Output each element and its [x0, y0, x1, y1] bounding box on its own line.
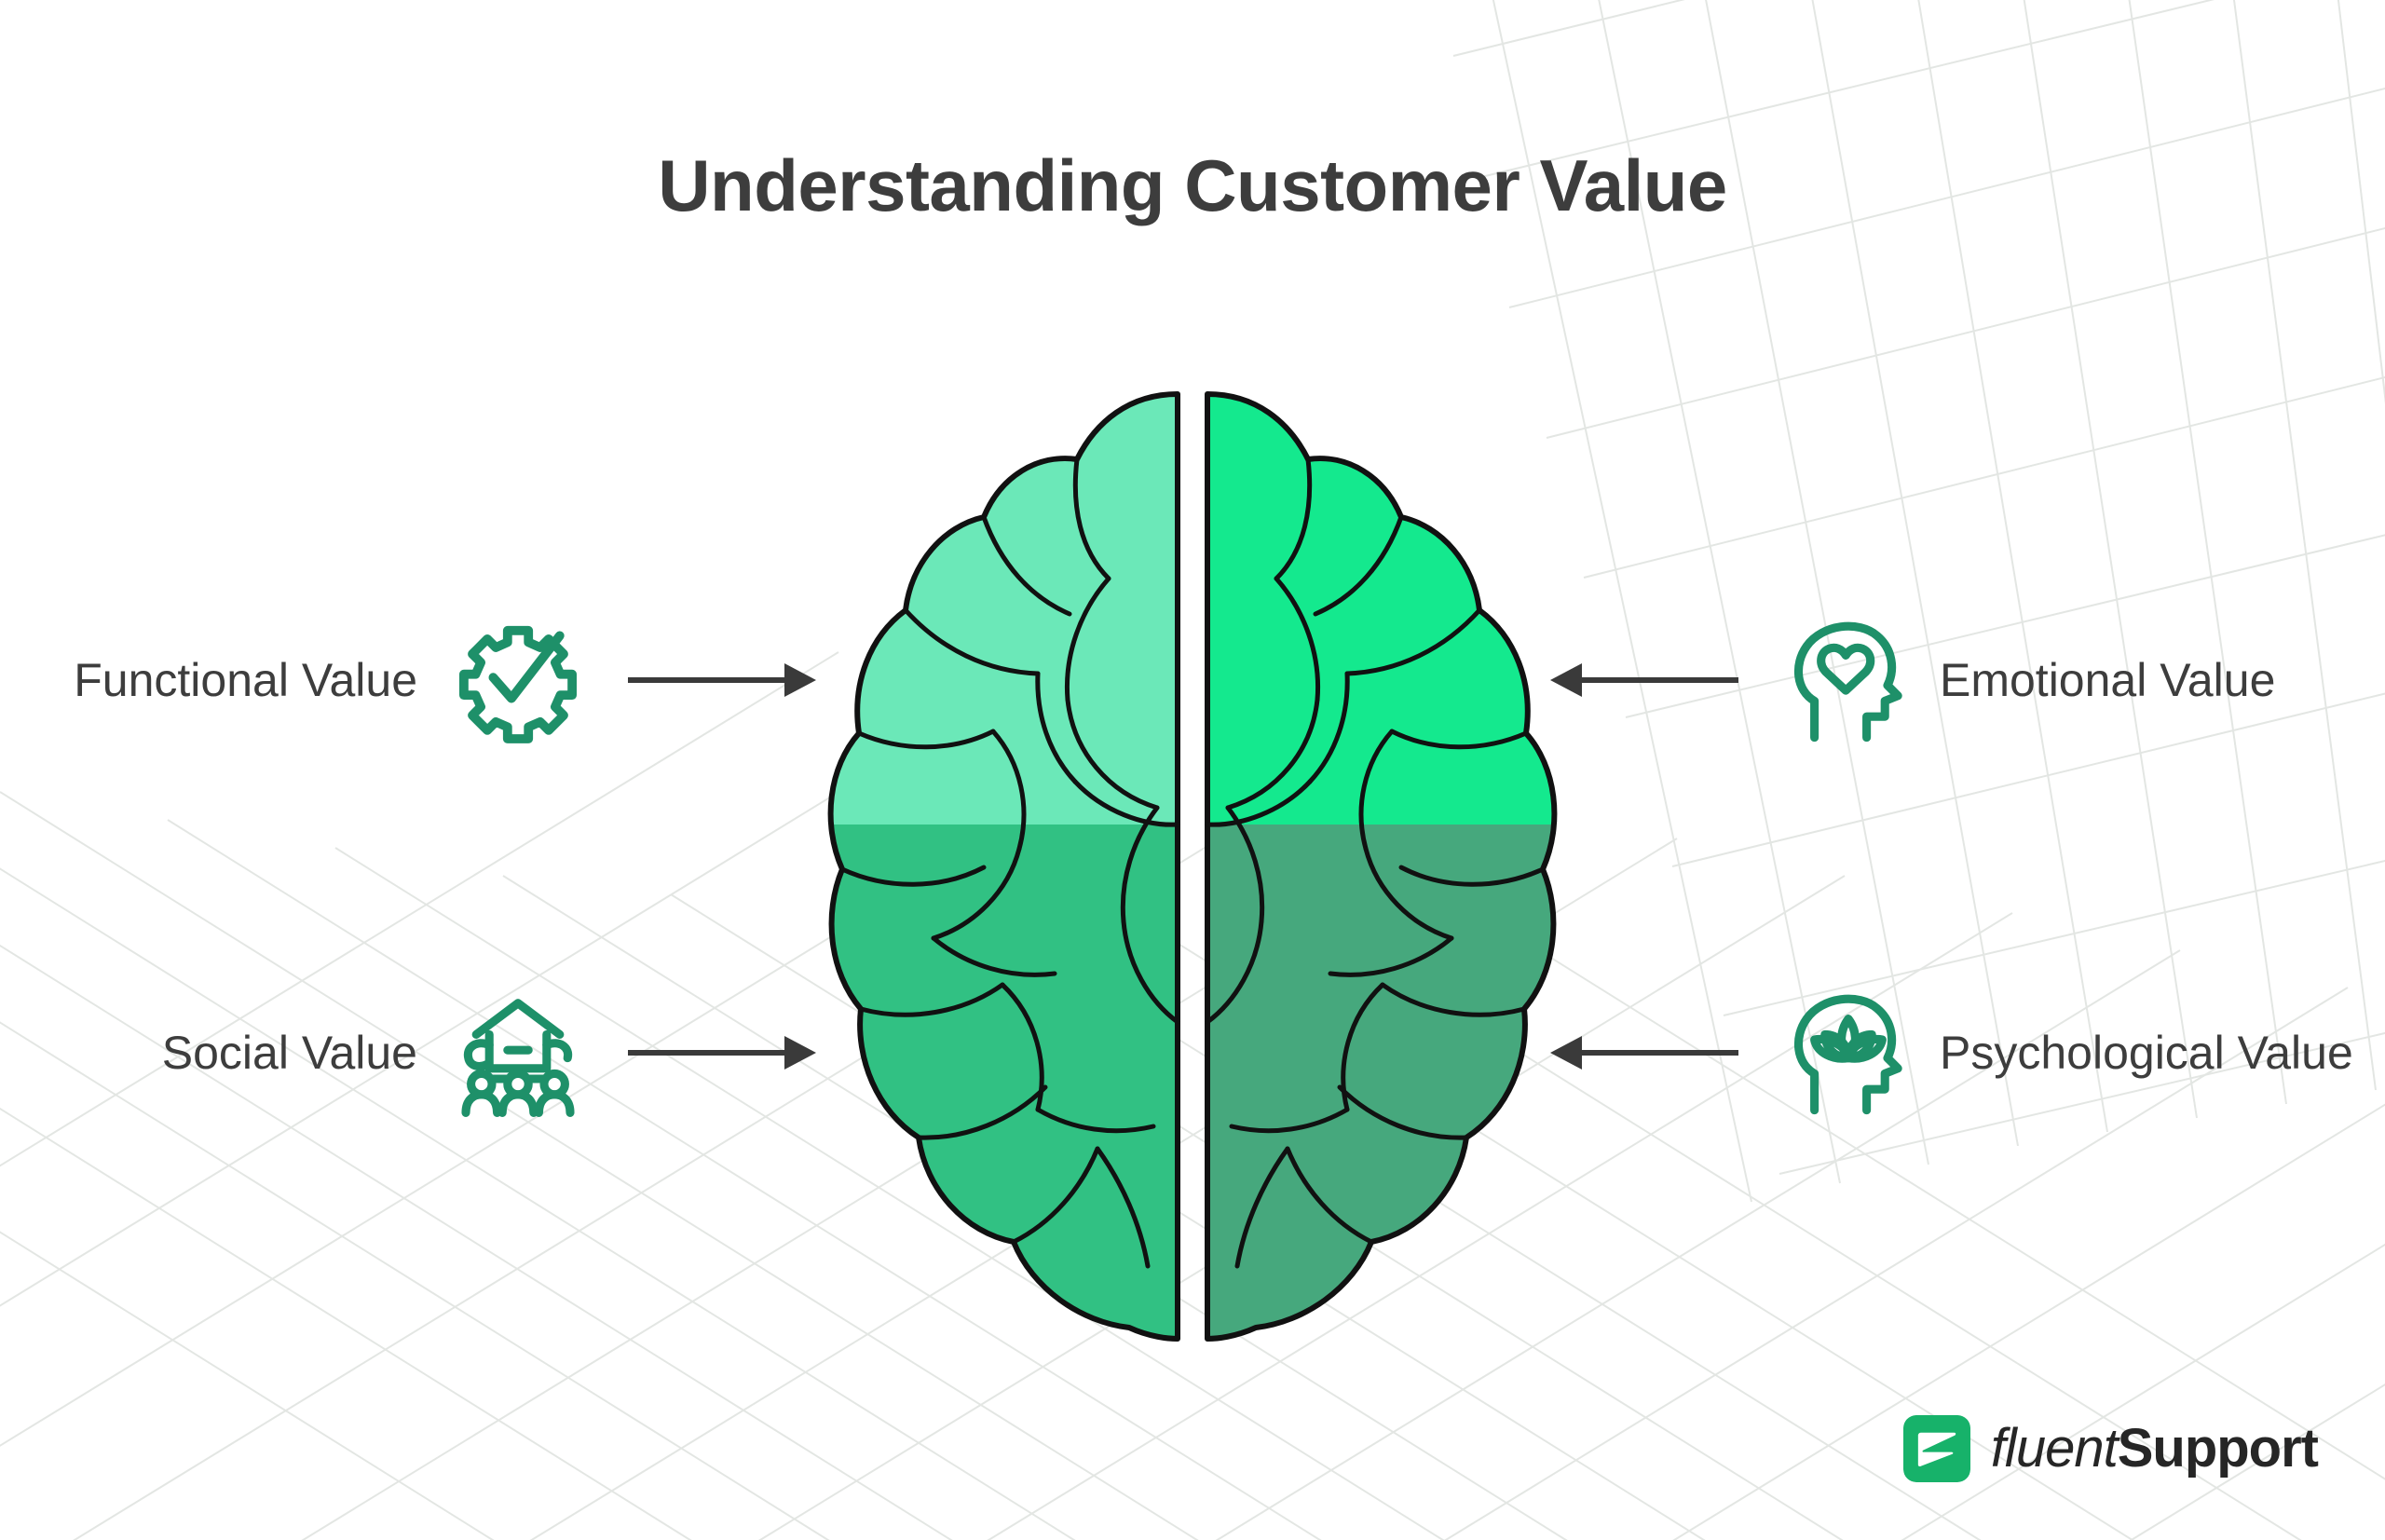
head-lotus-icon — [1793, 994, 1902, 1115]
callout-label-social: Social Value — [161, 1027, 417, 1079]
arrow-right-social — [628, 1036, 816, 1070]
quadrant-social-fill — [830, 825, 1179, 1339]
callout-emotional[interactable]: Emotional Value — [1547, 610, 2385, 750]
logo-text-support: Support — [2117, 1418, 2319, 1479]
quadrant-psychological-fill — [1207, 825, 1555, 1339]
logo-text-fluent: fluent — [1990, 1418, 2119, 1479]
brain-right-hemisphere — [1205, 391, 1558, 1342]
head-heart-icon — [1793, 621, 1902, 743]
quadrant-emotional-fill — [1207, 394, 1555, 825]
page-title: Understanding Customer Value — [658, 144, 1727, 226]
community-house-icon — [461, 999, 575, 1117]
arrow-left-emotional — [1550, 663, 1738, 697]
arrow-left-psychological — [1550, 1036, 1738, 1070]
fluent-support-wordmark: fluentSupport — [1991, 1422, 2319, 1476]
callout-label-functional: Functional Value — [74, 654, 417, 706]
arrow-right-functional — [628, 663, 816, 697]
brain-illustration — [827, 391, 1558, 1342]
callout-functional[interactable]: Functional Value — [0, 610, 820, 750]
brain-left-hemisphere — [827, 391, 1180, 1342]
callout-psychological[interactable]: Psychological Value — [1547, 983, 2385, 1123]
fluent-support-logo[interactable]: fluentSupport — [1902, 1415, 2319, 1482]
quadrant-functional-fill — [830, 394, 1179, 825]
callout-social[interactable]: Social Value — [0, 983, 820, 1123]
fluent-support-logo-mark — [1902, 1415, 1970, 1482]
callout-label-emotional: Emotional Value — [1940, 654, 2276, 706]
callout-label-psychological: Psychological Value — [1940, 1027, 2353, 1079]
gear-check-icon — [459, 625, 577, 743]
